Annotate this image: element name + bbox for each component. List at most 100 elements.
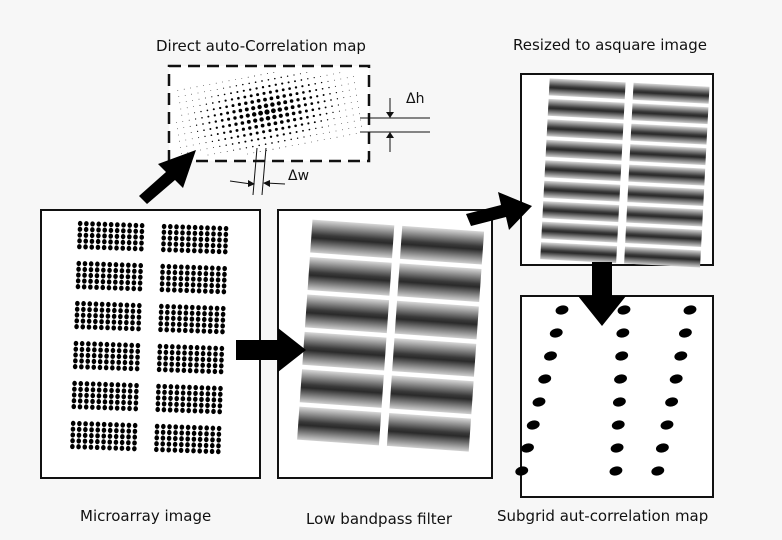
spot (99, 319, 104, 325)
spot (121, 394, 127, 400)
spot (126, 422, 132, 428)
subgrid-caption: Subgrid aut-correlation map (497, 507, 709, 525)
spot (214, 311, 220, 317)
spot (127, 388, 133, 394)
spot (75, 300, 80, 307)
spot (208, 317, 213, 323)
spot (90, 221, 95, 227)
spot (98, 341, 104, 347)
spot (194, 345, 200, 351)
spot (72, 380, 77, 386)
correlation-dot (313, 121, 316, 124)
spot (188, 356, 193, 362)
correlation-dot (187, 113, 189, 115)
spot (129, 342, 135, 348)
band (545, 139, 623, 161)
spot (73, 358, 78, 364)
correlation-dot (337, 104, 340, 106)
spot (188, 350, 194, 356)
spot (158, 326, 163, 333)
spot (71, 392, 77, 398)
spot (123, 348, 128, 354)
correlation-dot (235, 85, 238, 87)
spot (89, 232, 95, 239)
spot (94, 284, 99, 290)
spot (125, 279, 131, 286)
spot (164, 321, 170, 327)
spot (72, 386, 77, 392)
correlation-dot (238, 141, 240, 144)
correlation-dot (333, 118, 335, 120)
correlation-dot (324, 106, 327, 109)
correlation-dot (294, 86, 298, 89)
correlation-dot (281, 82, 284, 85)
spot (121, 382, 127, 388)
spot (157, 349, 163, 355)
spot (88, 267, 94, 273)
correlation-dot (320, 120, 323, 122)
spot (89, 238, 95, 244)
correlation-dot (289, 132, 292, 135)
spot (107, 261, 113, 268)
spot (84, 392, 89, 399)
spot (94, 267, 100, 273)
correlation-dot (200, 110, 202, 113)
spot (95, 427, 101, 433)
spot (204, 431, 209, 437)
spot (202, 288, 208, 294)
spot (130, 314, 136, 320)
correlation-dot (295, 130, 298, 134)
correlation-dot (269, 96, 274, 101)
spot (209, 271, 215, 277)
spot (134, 366, 140, 372)
correlation-dot (248, 126, 252, 130)
spot (127, 394, 133, 400)
spot (121, 222, 126, 228)
spot (217, 231, 222, 237)
spot (131, 285, 137, 292)
correlation-dot (209, 84, 211, 85)
spot (182, 327, 188, 334)
spot (113, 439, 119, 445)
correlation-dot (253, 152, 255, 154)
band (626, 205, 704, 227)
spot (170, 327, 176, 333)
correlation-dot (184, 95, 186, 96)
correlation-dot (257, 138, 260, 141)
correlation-peak (615, 351, 629, 361)
spot (132, 446, 137, 452)
spot (186, 402, 192, 408)
spot (186, 236, 191, 242)
spot (212, 368, 218, 375)
spot (193, 396, 198, 402)
correlation-dot (182, 121, 184, 122)
correlation-dot (203, 129, 205, 131)
spot (191, 436, 197, 442)
spot (211, 385, 217, 391)
lowpass-panel (277, 209, 493, 479)
spot (189, 322, 194, 328)
correlation-dot (268, 129, 272, 133)
spot (136, 314, 142, 320)
spot (80, 318, 86, 324)
correlation-dot (274, 77, 276, 80)
correlation-dot (230, 136, 233, 139)
spot (159, 303, 164, 309)
spot (207, 322, 213, 329)
correlation-dot (220, 152, 222, 154)
spot (127, 234, 132, 240)
spot (179, 430, 185, 436)
spot (101, 244, 107, 251)
spot (102, 399, 108, 405)
spot (217, 225, 223, 231)
correlation-dot (309, 135, 311, 137)
spot (102, 221, 108, 227)
correlation-dot (218, 100, 221, 103)
spot (183, 322, 188, 328)
spot (133, 228, 139, 234)
spot (192, 424, 197, 431)
spot (207, 328, 213, 334)
spot (101, 261, 106, 267)
spot (219, 351, 224, 357)
correlation-dot (180, 108, 182, 110)
